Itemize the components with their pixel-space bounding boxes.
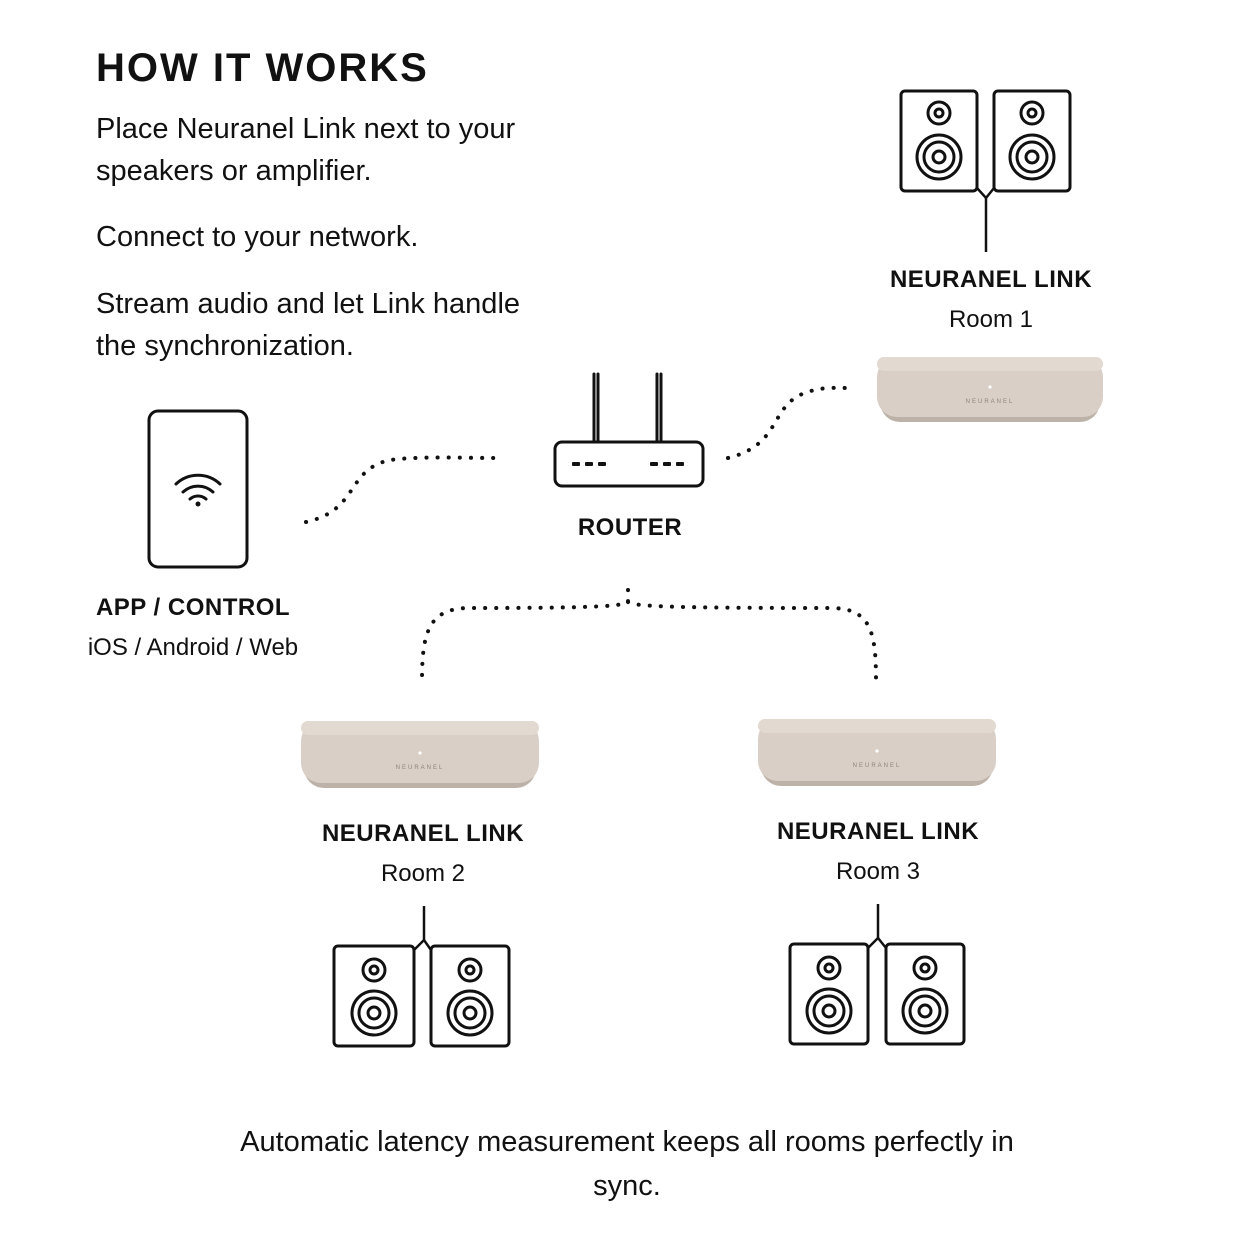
device-brand: NEURANEL xyxy=(966,399,1015,405)
wifi-link-router-room3 xyxy=(626,600,878,682)
room1-title: NEURANEL LINK xyxy=(889,266,1093,293)
streamer-device-room1: NEURANEL xyxy=(877,357,1103,422)
router-title: ROUTER xyxy=(577,514,683,541)
step-3-text: Stream audio and let Link handle the syn… xyxy=(96,288,521,362)
app-control-title: APP / CONTROL xyxy=(95,594,291,621)
room2-title: NEURANEL LINK xyxy=(321,820,525,847)
step-2-text: Connect to your network. xyxy=(96,221,419,253)
smartphone-icon xyxy=(147,409,249,569)
router-icon xyxy=(553,372,705,488)
room1-label: Room 1 xyxy=(948,306,1034,333)
room3-label: Room 3 xyxy=(835,858,921,885)
device-brand: NEURANEL xyxy=(396,765,445,771)
wifi-link-phone-router xyxy=(304,455,497,524)
room2-label: Room 2 xyxy=(380,860,466,887)
wifi-link-router-room2 xyxy=(420,588,630,682)
step-1-text: Place Neuranel Link next to your speaker… xyxy=(96,113,516,187)
speaker-pair-room3 xyxy=(788,904,966,1046)
speaker-pair-room1 xyxy=(899,89,1072,252)
wifi-icon xyxy=(174,473,222,507)
device-brand: NEURANEL xyxy=(853,763,902,769)
footer-caption: Automatic latency measurement keeps all … xyxy=(240,1126,1014,1202)
wifi-link-router-room1 xyxy=(726,385,852,460)
app-control-subtitle: iOS / Android / Web xyxy=(87,634,299,661)
room3-title: NEURANEL LINK xyxy=(776,818,980,845)
streamer-device-room2: NEURANEL xyxy=(301,721,539,788)
streamer-device-room3: NEURANEL xyxy=(758,719,996,786)
page-title: HOW IT WORKS xyxy=(96,46,429,90)
speaker-pair-room2 xyxy=(332,906,511,1048)
